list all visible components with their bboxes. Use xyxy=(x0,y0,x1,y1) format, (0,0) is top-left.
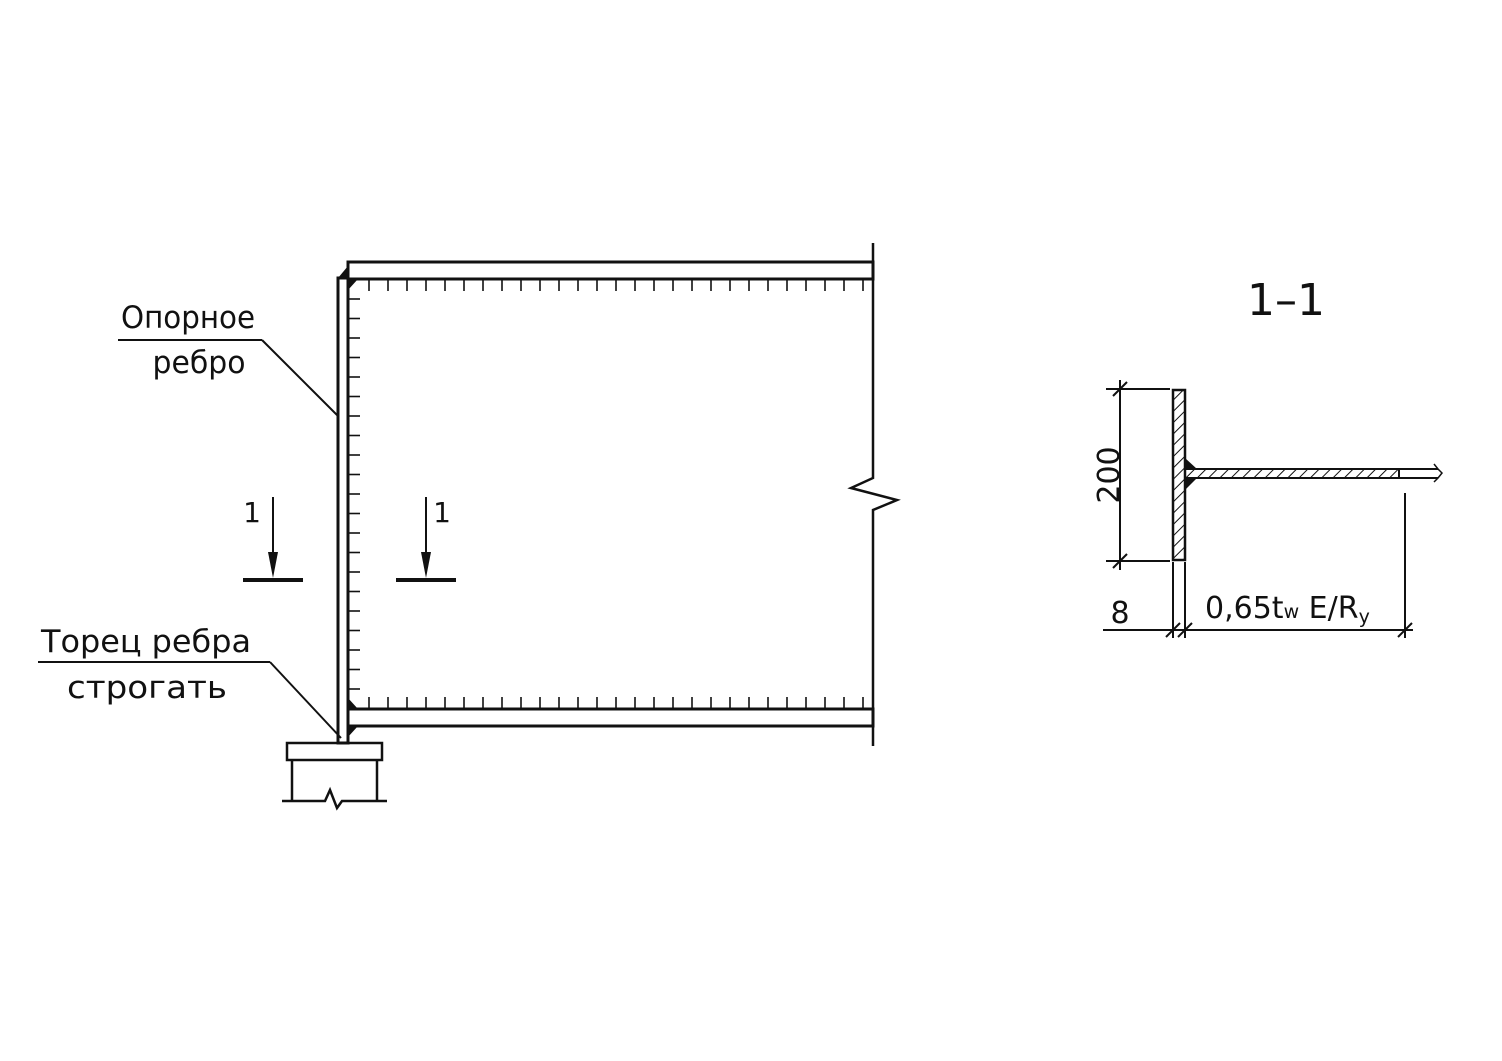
weld-bottom-inner xyxy=(348,698,358,709)
section-mark-right: 1 xyxy=(396,496,456,582)
dim-width-main: 0,65t xyxy=(1205,591,1284,626)
dim-width-sub-y: y xyxy=(1359,606,1370,628)
dim-height-label: 200 xyxy=(1092,446,1127,503)
support-rib-label-2: ребро xyxy=(153,345,246,381)
section-mark-left: 1 xyxy=(243,496,303,582)
support-base xyxy=(282,741,387,811)
weld-bottom-lower xyxy=(348,726,358,737)
bearing-plate xyxy=(285,741,384,762)
dim-thickness-label: 8 xyxy=(1110,596,1129,631)
dim-width-sub-w: w xyxy=(1284,601,1300,623)
support-rib-callout: Опорное ребро xyxy=(118,300,339,417)
section-mark-right-number: 1 xyxy=(433,496,451,529)
break-line-bottom xyxy=(282,786,387,811)
break-line-right xyxy=(847,243,901,746)
weld-ticks xyxy=(348,279,864,709)
rib-plate-section xyxy=(1171,388,1187,562)
bottom-flange xyxy=(346,707,875,728)
section-weld-top xyxy=(1185,458,1197,469)
section-weld-bottom xyxy=(1185,478,1197,490)
plane-end-label-2: строгать xyxy=(67,670,227,706)
weld-top-outer xyxy=(338,266,348,278)
section-1-1: 1–1 200 8 0,65tw E/Ry xyxy=(1092,275,1444,638)
weld-top-inner xyxy=(348,279,358,290)
girder-elevation xyxy=(336,243,901,746)
plane-end-callout: Торец ребра строгать xyxy=(38,624,342,739)
plane-end-label-1: Торец ребра xyxy=(40,624,251,660)
support-rib xyxy=(336,276,350,745)
section-mark-left-number: 1 xyxy=(243,496,261,529)
support-rib-label-1: Опорное xyxy=(121,300,255,336)
section-title: 1–1 xyxy=(1247,275,1325,326)
dim-width-mid: E/R xyxy=(1299,591,1358,626)
dim-width-label: 0,65tw E/Ry xyxy=(1205,591,1370,628)
web-section xyxy=(1184,468,1400,479)
top-flange xyxy=(346,260,875,281)
